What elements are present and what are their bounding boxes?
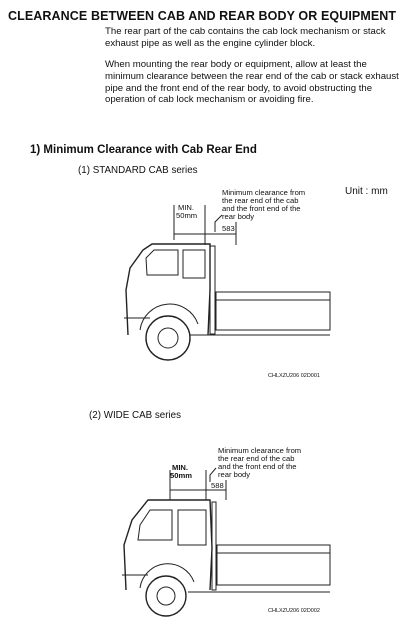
standard-cab-figure: Minimum clearance from the rear end of t… xyxy=(124,188,331,379)
figure-1-note-line-1: Minimum clearance from xyxy=(222,188,305,197)
unit-label: Unit : mm xyxy=(345,186,388,197)
note-leader-line xyxy=(214,214,223,232)
figure-1-caption: (1) STANDARD CAB series xyxy=(78,165,198,176)
page-title: CLEARANCE BETWEEN CAB AND REAR BODY OR E… xyxy=(8,9,397,23)
front-wheel xyxy=(145,575,187,617)
cab-window xyxy=(145,249,179,276)
wheel-arch xyxy=(139,563,195,589)
rear-body xyxy=(215,291,331,331)
wide-cab-figure: Minimum clearance from the rear end of t… xyxy=(122,446,331,617)
cab-window xyxy=(137,509,173,541)
front-wheel-hub xyxy=(156,586,176,606)
figure-2-dimension-value: 588 xyxy=(211,481,224,490)
figure-1-note-line-2: the rear end of the cab xyxy=(222,196,298,205)
exhaust-stack xyxy=(211,501,217,591)
note-leader-line xyxy=(209,467,217,482)
figure-1-code: CHLXZU206 02D001 xyxy=(268,373,320,379)
section-heading: 1) Minimum Clearance with Cab Rear End xyxy=(30,144,257,156)
figure-2-note-line-4: rear body xyxy=(218,470,250,479)
figure-1-min-value: 50mm xyxy=(176,211,197,220)
front-wheel-hub xyxy=(157,327,179,349)
front-wheel xyxy=(145,315,191,361)
figure-2-note-line-3: and the front end of the xyxy=(218,462,297,471)
figure-1-min-label: MIN. xyxy=(178,203,194,212)
figure-2-min-value: 50mm xyxy=(170,471,192,480)
figure-2-code: CHLXZU206 02D002 xyxy=(268,608,320,614)
figure-1-dimension-value: 583 xyxy=(222,224,235,233)
wheel-arch xyxy=(139,303,199,331)
paragraph-cab-contents: The rear part of the cab contains the ca… xyxy=(105,26,386,49)
exhaust-stack xyxy=(209,245,216,335)
door-window xyxy=(182,249,206,279)
figure-2-note-line-2: the rear end of the cab xyxy=(218,454,294,463)
door-window xyxy=(177,509,207,546)
paragraph-mounting-instructions: When mounting the rear body or equipment… xyxy=(105,59,399,106)
figure-1-note-line-4: rear body xyxy=(222,212,254,221)
rear-body xyxy=(216,544,331,586)
figure-1-note-line-3: and the front end of the xyxy=(222,204,301,213)
figure-2-min-label: MIN. xyxy=(172,463,188,472)
figure-2-note-line-1: Minimum clearance from xyxy=(218,446,301,455)
figure-2-caption: (2) WIDE CAB series xyxy=(89,410,181,421)
